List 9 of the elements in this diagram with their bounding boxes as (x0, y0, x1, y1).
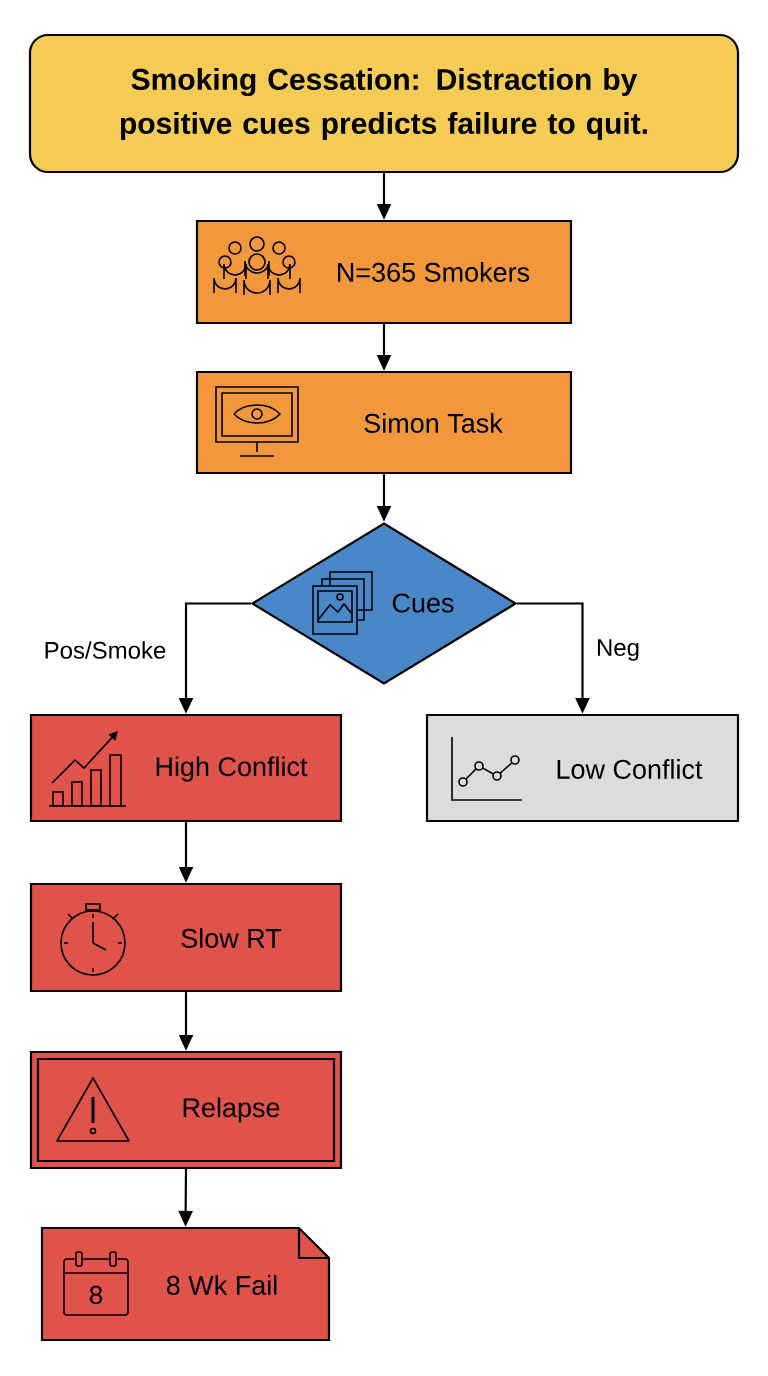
process-box: Low Conflict (425, 713, 740, 823)
process-box: Relapse (29, 1050, 343, 1170)
process-box: Slow RT (29, 882, 343, 993)
title-box: Smoking Cessation: Distraction by positive cues predicts failure to quit. (28, 33, 740, 174)
edge-label: Pos/Smoke (42, 640, 168, 660)
process-box: N=365 Smokers (195, 219, 573, 325)
edge-label: Neg (595, 638, 641, 662)
process-box: High Conflict (29, 713, 343, 823)
process-box: Simon Task (195, 370, 573, 475)
